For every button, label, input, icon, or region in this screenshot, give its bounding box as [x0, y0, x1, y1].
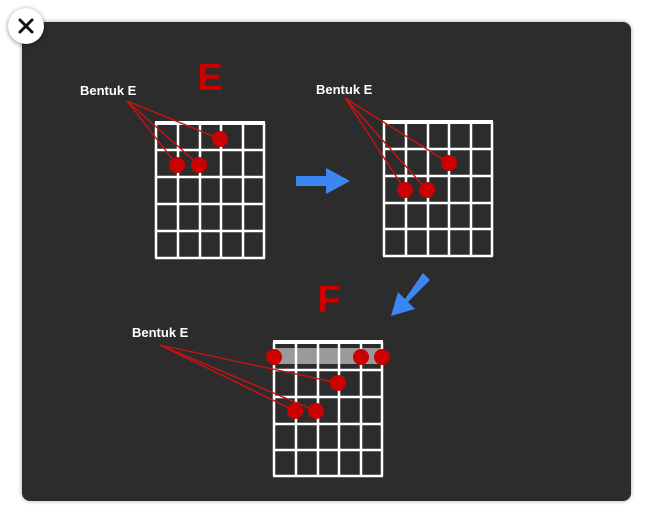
finger-dot [330, 375, 346, 391]
finger-dot [419, 182, 435, 198]
label-pointer-lines-e-shifted [344, 97, 450, 191]
finger-dot [287, 403, 303, 419]
finger-dots-e [169, 131, 228, 173]
label-pointer-lines-e [126, 100, 221, 166]
lightbox-panel [22, 22, 631, 501]
finger-dot [441, 155, 457, 171]
chord-grid-e [154, 121, 266, 260]
chord-f-title: F [317, 279, 340, 321]
finger-dot [212, 131, 228, 147]
chord-e-title: E [197, 57, 222, 99]
finger-dot [191, 157, 207, 173]
arrow-right-icon [296, 168, 350, 194]
label-pointer-lines-f [159, 344, 339, 412]
finger-dot-barre [374, 349, 390, 365]
finger-dot-barre [266, 349, 282, 365]
chord-grid-f [272, 340, 384, 478]
finger-dot-barre [353, 349, 369, 365]
finger-dot [308, 403, 324, 419]
shape-label-top-right: Bentuk E [316, 82, 373, 97]
finger-dots-e-shifted [397, 155, 457, 198]
close-icon [18, 18, 34, 34]
shape-label-top-left: Bentuk E [80, 83, 137, 98]
close-button[interactable] [8, 8, 44, 44]
finger-dot [169, 157, 185, 173]
arrow-down-left-icon [391, 273, 430, 316]
finger-dot [397, 182, 413, 198]
shape-label-bottom: Bentuk E [132, 325, 189, 340]
finger-dots-f [266, 349, 390, 419]
